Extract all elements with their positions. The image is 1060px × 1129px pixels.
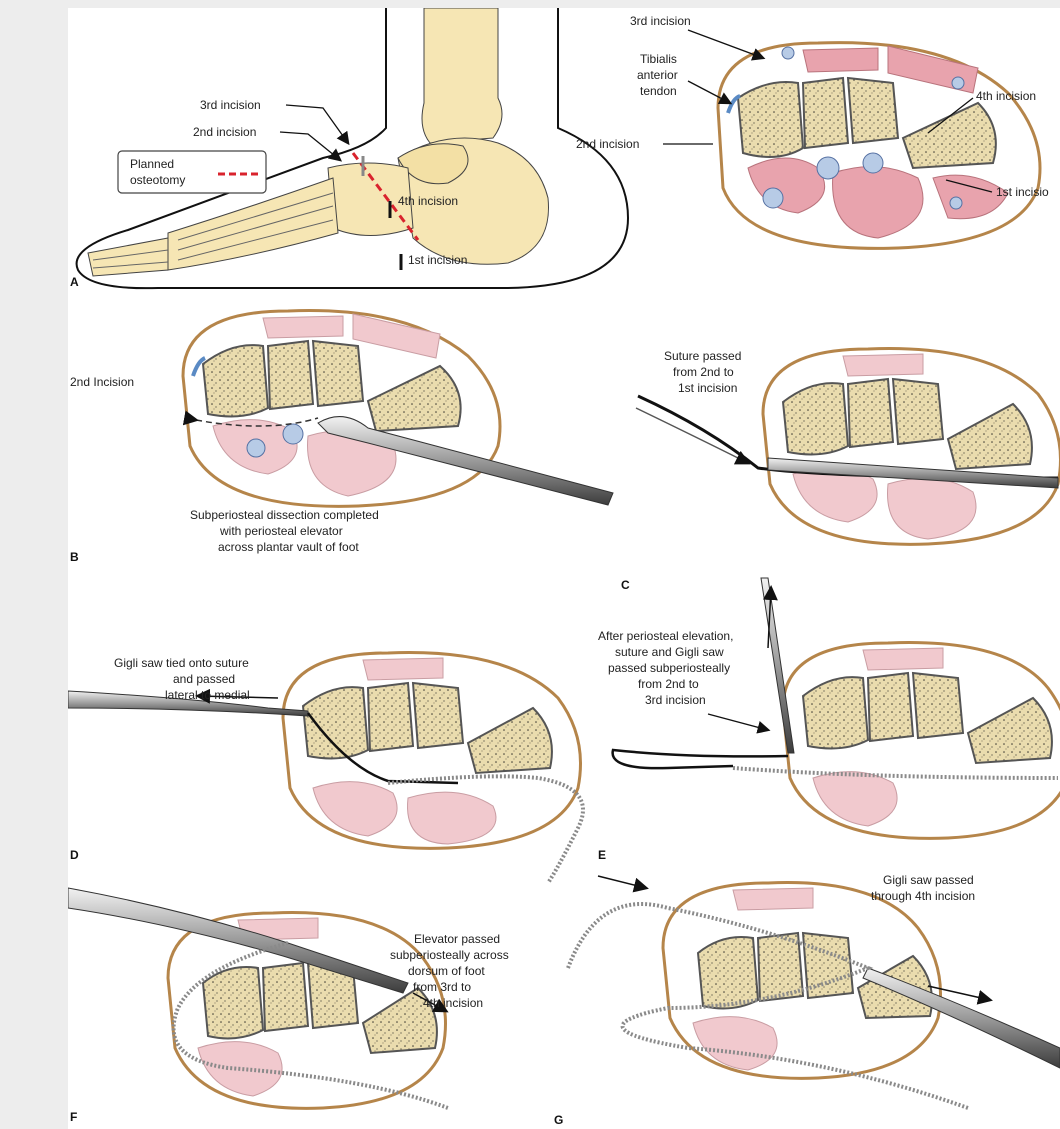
planned-osteotomy-label-1: Planned [130, 157, 174, 171]
panel-d-caption-3: lateral to medial [165, 688, 250, 702]
panel-e-caption-4: from 2nd to [638, 677, 699, 691]
panel-g-caption-2: through 4th incision [871, 889, 975, 903]
panel-d-letter: D [70, 848, 79, 862]
panel-c-caption-1: Suture passed [664, 349, 741, 363]
cuneiform-2 [803, 78, 848, 148]
panel-f-letter: F [70, 1110, 77, 1124]
panel-g-letter: G [554, 1113, 563, 1127]
panel-b-caption-2: with periosteal elevator [219, 524, 343, 538]
tibialis-label-1: Tibialis [640, 52, 677, 66]
second-incision-label: 2nd incision [193, 125, 256, 139]
tibialis-label-2: anterior [637, 68, 678, 82]
cross-fourth-incision-label: 4th incision [976, 89, 1036, 103]
muscle-top [803, 48, 878, 72]
figure-canvas: Planned osteotomy 3rd incision 2nd incis… [68, 8, 1060, 1129]
panel-b [183, 311, 500, 507]
panel-f [168, 913, 446, 1109]
panel-d-caption-1: Gigli saw tied onto suture [114, 656, 249, 670]
panel-c-caption-3: 1st incision [678, 381, 737, 395]
panel-e-letter: E [598, 848, 606, 862]
panel-e-caption-3: passed subperiosteally [608, 661, 730, 675]
cross-second-incision-label: 2nd incision [576, 137, 639, 151]
panel-g-caption-1: Gigli saw passed [883, 873, 974, 887]
cuneiform-3 [848, 78, 898, 143]
panel-e-caption-2: suture and Gigli saw [615, 645, 724, 659]
forceps-e [761, 578, 794, 753]
panel-b-caption-3: across plantar vault of foot [218, 540, 359, 554]
fourth-incision-label: 4th incision [398, 194, 458, 208]
panel-a-letter: A [70, 275, 79, 289]
panel-a: Planned osteotomy 3rd incision 2nd incis… [70, 8, 628, 289]
cross-third-incision-label: 3rd incision [630, 14, 691, 28]
panel-e-caption-1: After periosteal elevation, [598, 629, 733, 643]
panel-b-caption-1: Subperiosteal dissection completed [190, 508, 379, 522]
panel-d-caption-2: and passed [173, 672, 235, 686]
panel-c-letter: C [621, 578, 630, 592]
planned-osteotomy-label-2: osteotomy [130, 173, 185, 187]
panel-f-caption-5: 4th incision [423, 996, 483, 1010]
first-incision-label: 1st incision [408, 253, 467, 267]
panel-e-caption-5: 3rd incision [645, 693, 706, 707]
panel-f-caption-1: Elevator passed [414, 932, 500, 946]
figure-svg: Planned osteotomy 3rd incision 2nd incis… [68, 8, 1060, 1129]
panel-f-caption-4: from 3rd to [413, 980, 471, 994]
suture-loop-e [613, 750, 788, 768]
third-incision-label: 3rd incision [200, 98, 261, 112]
tibialis-label-3: tendon [640, 84, 677, 98]
tibia-bone [422, 8, 502, 143]
panel-f-caption-2: subperiosteally across [390, 948, 509, 962]
panel-a-cross-section [718, 43, 1040, 249]
cuneiform-1 [738, 82, 803, 157]
panel-d [283, 653, 581, 849]
panel-c-caption-2: from 2nd to [673, 365, 734, 379]
panel-f-caption-3: dorsum of foot [408, 964, 485, 978]
panel-c [763, 349, 1060, 545]
panel-b-letter: B [70, 550, 79, 564]
panel-e [783, 643, 1060, 839]
panel-b-second-incision: 2nd Incision [70, 375, 134, 389]
cross-first-incision-label: 1st incisio [996, 185, 1049, 199]
